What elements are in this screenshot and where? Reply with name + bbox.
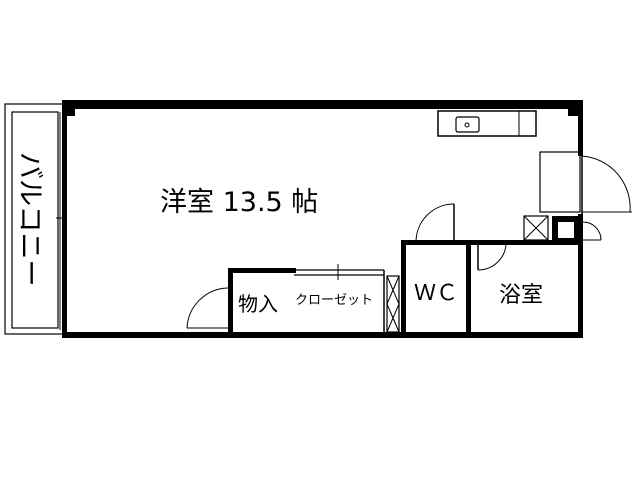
closet-label: クローゼット xyxy=(295,293,373,308)
bath-door xyxy=(477,244,507,271)
entrance-door xyxy=(539,151,632,214)
exterior-walls xyxy=(62,100,583,338)
main-room-label: 洋室 13.5 帖 xyxy=(160,187,318,218)
bath-label: 浴室 xyxy=(499,283,543,308)
interior-walls xyxy=(228,240,578,336)
storage-label: 物入 xyxy=(238,292,278,316)
wc-door xyxy=(415,203,455,243)
kitchen-counter xyxy=(437,110,537,137)
balcony-label: バルコニー xyxy=(14,152,45,286)
shoe-box xyxy=(523,215,602,242)
storage-door xyxy=(186,287,229,329)
closet xyxy=(294,264,400,334)
wc-label: ＷＣ xyxy=(414,281,458,306)
